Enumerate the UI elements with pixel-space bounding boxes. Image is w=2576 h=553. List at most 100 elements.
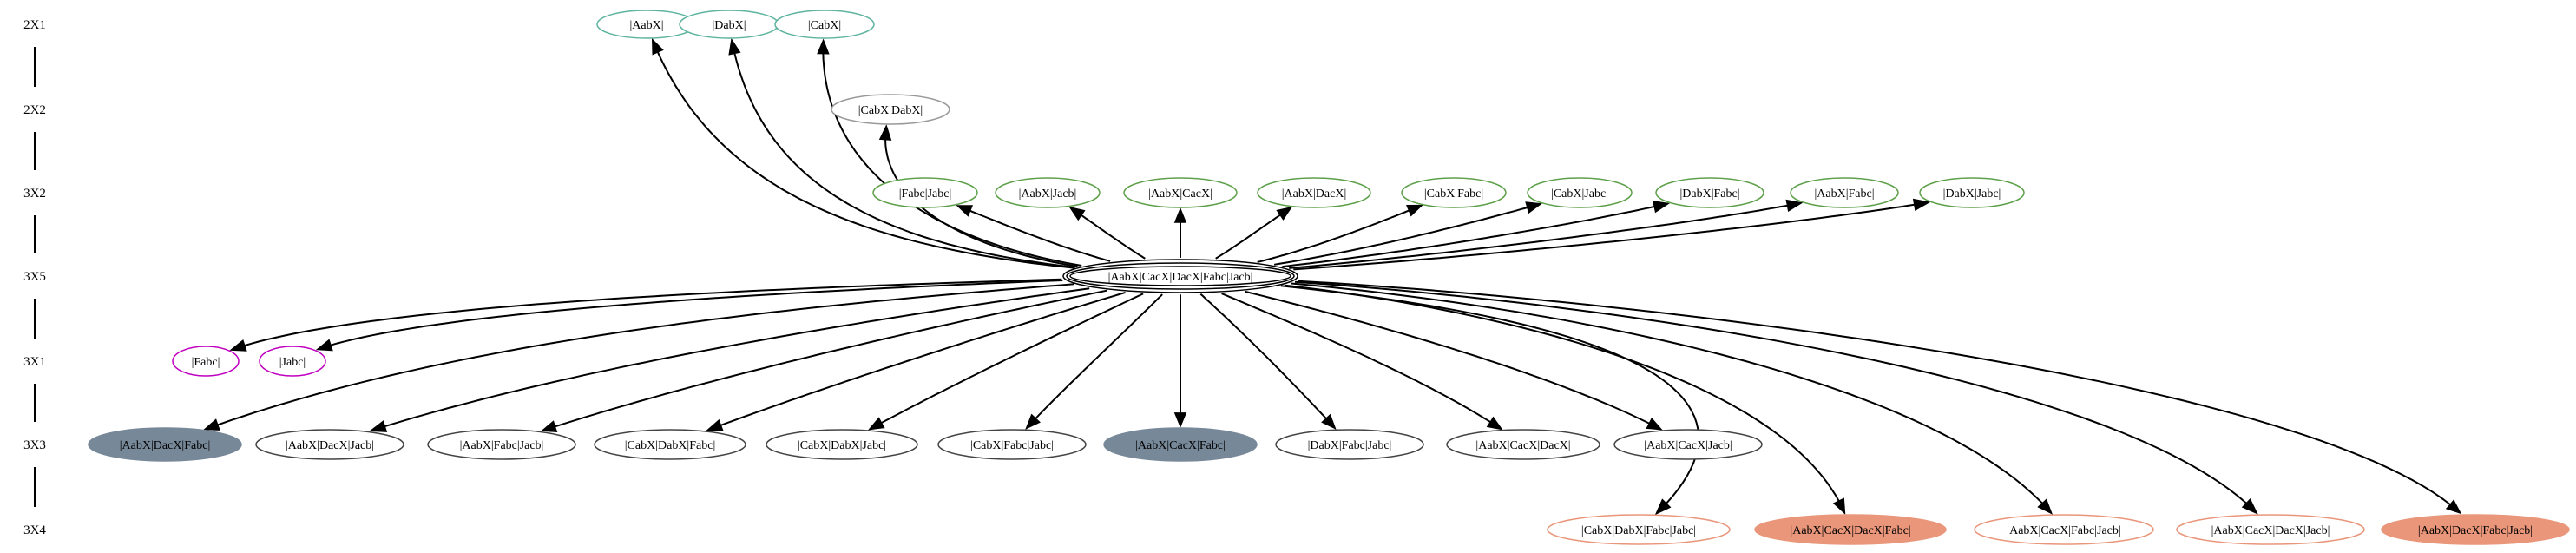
edge-n11 [1282,206,1655,268]
node-n21[interactable]: |CabX|Fabc|Jabc| [937,429,1087,460]
arrowhead-n20 [867,417,885,431]
arrowhead-n7 [1173,207,1187,223]
node-label: |CabX| [808,19,841,32]
node-label: |CabX|DabX|Fabc|Jabc| [1581,524,1696,537]
node-shape [872,177,978,208]
rank-label-3x5: 3X5 [23,270,46,284]
node-n6[interactable]: |AabX|Jacb| [995,177,1101,208]
arrowhead-n6 [1068,206,1086,221]
node-n9[interactable]: |CabX|Fabc| [1401,177,1507,208]
edge-n1 [656,51,1074,269]
node-n24[interactable]: |AabX|CacX|DacX| [1446,429,1600,460]
node-label: |AabX|CacX|DacX|Jacb| [2211,524,2330,537]
node-n18[interactable]: |AabX|Fabc|Jacb| [427,429,576,460]
node-n12[interactable]: |AabX|Fabc| [1790,177,1899,208]
arrowhead-n27 [1832,497,1846,516]
arrowhead-n24 [1486,416,1503,431]
node-n14[interactable]: |Fabc| [172,346,240,377]
node-label: |AabX|CacX|Fabc| [1135,439,1226,452]
arrowhead-n8 [1276,206,1293,221]
arrowhead-n29 [2241,498,2258,515]
node-shape [831,94,950,125]
edge-n17 [384,287,1090,428]
node-n15[interactable]: |Jabc| [259,346,326,377]
node-label: |Jabc| [279,356,306,369]
arrowhead-n13 [1912,198,1931,211]
node-n4[interactable]: |CabX|DabX| [831,94,950,125]
edge-n29 [1294,280,2247,504]
node-center[interactable]: |AabX|CacX|DacX|Fabc|Jacb| [1062,259,1298,293]
node-n16[interactable]: |AabX|DacX|Fabc| [88,427,242,462]
node-n26[interactable]: |CabX|DabX|Fabc|Jabc| [1547,514,1731,545]
node-shape [937,429,1087,460]
node-n2[interactable]: |DabX| [679,10,779,39]
edge-n23 [1199,293,1327,419]
node-label: |AabX|CacX|DacX|Fabc| [1790,524,1910,537]
node-shape [1547,514,1731,545]
node-label: |AabX|CacX|Fabc|Jacb| [2007,524,2120,537]
edge-n28 [1291,282,2043,504]
node-shape [1446,429,1600,460]
node-n23[interactable]: |DabX|Fabc|Jabc| [1275,429,1424,460]
node-n17[interactable]: |AabX|DacX|Jacb| [255,429,404,460]
node-shape [1790,177,1899,208]
node-shape [1919,177,2025,208]
node-label: |AabX|Fabc| [1814,188,1874,201]
arrowhead-n14 [229,339,247,352]
arrowhead-n1 [651,37,664,56]
node-label: |AabX|DacX|Jacb| [286,439,374,452]
edge-n14 [244,278,1062,346]
node-label: |DabX|Jabc| [1943,188,2001,201]
node-n27[interactable]: |AabX|CacX|DacX|Fabc| [1754,514,1947,545]
arrowhead-n18 [541,420,558,433]
rank-label-3x4: 3X4 [23,523,46,537]
node-n28[interactable]: |AabX|CacX|Fabc|Jacb| [1974,514,2154,545]
arrowhead-n9 [1406,204,1423,217]
node-n29[interactable]: |AabX|CacX|DacX|Jacb| [2176,514,2365,545]
node-n30[interactable]: |AabX|DacX|Fabc|Jacb| [2381,514,2570,545]
edge-n19 [720,291,1126,426]
arrowhead-n5 [956,205,974,217]
node-label: |CabX|Jabc| [1551,188,1608,201]
node-n1[interactable]: |AabX| [596,10,697,39]
node-label: |CabX|DabX| [858,104,923,117]
node-n5[interactable]: |Fabc|Jabc| [872,177,978,208]
node-shape [2176,514,2365,545]
arrowhead-n15 [315,339,333,352]
node-shape [1655,177,1764,208]
node-n7[interactable]: |AabX|CacX| [1123,177,1238,208]
arrowhead-n4 [878,124,892,141]
arrowhead-n21 [1025,413,1041,430]
node-label: |AabX|DacX|Fabc|Jacb| [2418,524,2533,537]
node-shape [774,10,875,39]
node-label: |AabX|CacX|DacX|Fabc|Jacb| [1108,271,1253,284]
edge-n27 [1285,284,1840,502]
node-label: |AabX|Jacb| [1019,188,1077,201]
node-label: |AabX|Fabc|Jacb| [460,439,544,452]
node-shape [1257,177,1371,208]
node-n25[interactable]: |AabX|CacX|Jacb| [1613,429,1763,460]
arrowhead-n11 [1652,201,1671,214]
arrowhead-n17 [369,420,388,432]
edge-n25 [1244,290,1650,425]
arrowhead-n30 [2445,499,2462,515]
node-n8[interactable]: |AabX|DacX| [1257,177,1371,208]
node-label: |AabX|DacX| [1282,188,1347,201]
node-n3[interactable]: |CabX| [774,10,875,39]
node-n19[interactable]: |CabX|DabX|Fabc| [594,429,746,460]
node-n13[interactable]: |DabX|Jabc| [1919,177,2025,208]
node-label: |CabX|Fabc|Jabc| [970,439,1054,452]
node-n20[interactable]: |CabX|DabX|Jabc| [766,429,918,460]
node-n11[interactable]: |DabX|Fabc| [1655,177,1764,208]
node-n22[interactable]: |AabX|CacX|Fabc| [1103,427,1258,462]
node-label: |DabX|Fabc|Jabc| [1308,439,1392,452]
node-layer: |AabX|CacX|DacX|Fabc|Jacb| |AabX||DabX| |C… [88,10,2570,545]
arrowhead-n28 [2037,498,2054,515]
node-n10[interactable]: |CabX|Jabc| [1527,177,1633,208]
node-label: |AabX|CacX| [1148,188,1212,201]
node-label: |CabX|DabX|Jabc| [798,439,886,452]
node-shape [259,346,326,377]
node-shape [2381,514,2570,545]
node-shape [766,429,918,460]
